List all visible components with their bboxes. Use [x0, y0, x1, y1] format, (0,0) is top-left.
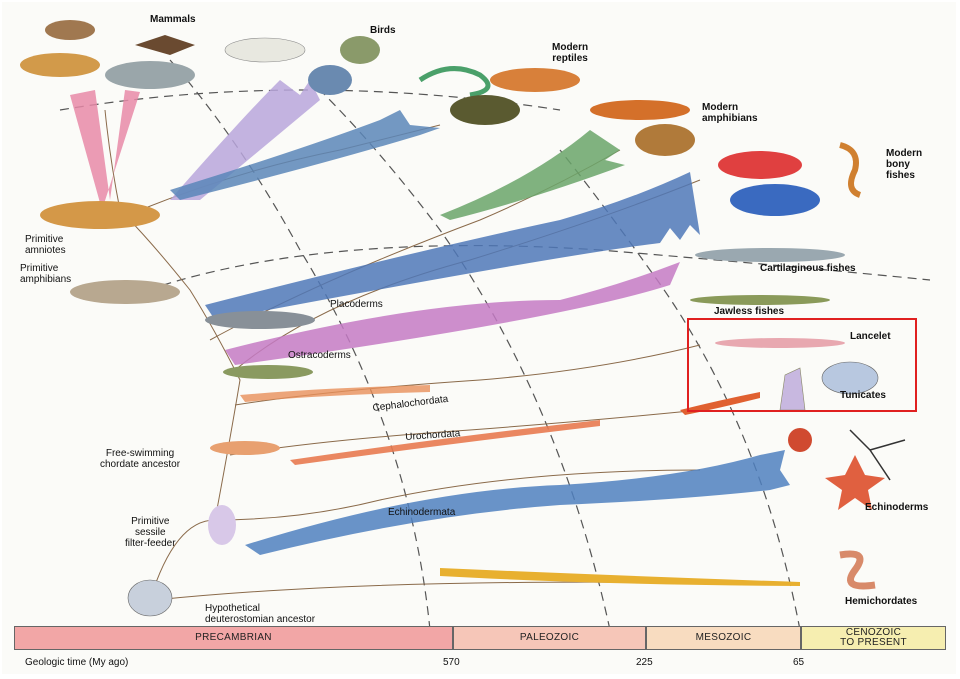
timeline-225: 225 [636, 657, 653, 668]
ostracoderm-fish [223, 365, 313, 379]
primitive-amniote [40, 201, 160, 229]
lineage-bands [70, 80, 800, 586]
label-primitive-amphibians: Primitive amphibians [20, 263, 72, 285]
timeline-570: 570 [443, 657, 460, 668]
fish-blue [730, 184, 820, 216]
band-urochordata [290, 420, 600, 465]
label-cartilaginous-fishes: Cartilaginous fishes [760, 263, 856, 274]
fish-red [718, 151, 802, 179]
band-mammals [70, 90, 140, 210]
band-bony-fishes [205, 172, 700, 320]
fish-shark [695, 248, 845, 262]
band-echinodermata [245, 450, 790, 555]
fish-lamprey [690, 295, 830, 305]
era-mesozoic: MESOZOIC [646, 626, 801, 650]
organisms [20, 20, 906, 617]
mammal-rodent [45, 20, 95, 40]
label-hypothetical-ancestor: Hypothetical deuterostomian ancestor [205, 603, 316, 625]
mammal-weasel [20, 53, 100, 77]
label-placoderms: Placoderms [330, 299, 383, 310]
band-hemichordates [440, 568, 800, 586]
primitive-amphibian [70, 280, 180, 304]
mammal-manatee [105, 61, 195, 89]
boundary-225 [319, 89, 611, 631]
echinoderm-brittle-star [849, 429, 906, 481]
label-modern-amphibians: Modern amphibians [702, 102, 758, 124]
label-hemichordates: Hemichordates [845, 596, 918, 607]
reptile-snake [418, 66, 491, 98]
band-amphibians [440, 130, 625, 220]
echinoderm-starfish [825, 455, 885, 510]
label-primitive-amniotes: Primitive amniotes [25, 234, 66, 256]
band-placoderms [225, 262, 680, 365]
label-modern-reptiles: Modern reptiles [552, 42, 589, 64]
lancelet [715, 338, 845, 348]
band-cephalochordata [240, 385, 430, 402]
bird-kingfisher [308, 65, 352, 95]
boundary-arc-a [119, 244, 931, 301]
filter-feeder [208, 505, 236, 545]
amphibian-frog [635, 124, 695, 156]
amphibian-salamander [590, 100, 690, 120]
hemichordate-worm [839, 550, 876, 590]
band-reptiles [170, 110, 440, 200]
timeline-65: 65 [793, 657, 805, 668]
label-free-swimming-ancestor: Free-swimming chordate ancestor [100, 448, 181, 470]
bird-gannet [224, 37, 306, 63]
placoderm-fish [205, 311, 315, 329]
era-precambrian: PRECAMBRIAN [14, 626, 453, 650]
label-birds: Birds [370, 25, 396, 36]
tunicate-2 [821, 361, 879, 395]
mammal-bat [135, 35, 195, 55]
chordate-ancestor [210, 441, 280, 455]
label-jawless-fishes: Jawless fishes [714, 306, 785, 317]
fish-seahorse [839, 142, 862, 198]
label-primitive-sessile: Primitive sessile filter-feeder [125, 516, 176, 549]
bird-duck [340, 36, 380, 64]
band-birds [170, 80, 320, 200]
label-echinoderms: Echinoderms [865, 502, 929, 513]
label-echinodermata: Echinodermata [388, 507, 456, 518]
era-cenozoic: CENOZOIC TO PRESENT [801, 626, 946, 650]
era-paleozoic: PALEOZOIC [453, 626, 646, 650]
timeline-caption: Geologic time (My ago) [25, 657, 129, 668]
boundary-65 [559, 149, 801, 631]
reptile-turtle [450, 95, 520, 125]
label-tunicates: Tunicates [840, 390, 886, 401]
highlight-box [687, 318, 917, 412]
label-lancelet: Lancelet [850, 331, 891, 342]
reptile-lizard [490, 68, 580, 92]
deuterostome-ancestor [127, 579, 173, 617]
label-mammals: Mammals [150, 14, 196, 25]
band-urochordata-end [680, 392, 760, 415]
echinoderm-urchin [788, 428, 812, 452]
label-ostracoderms: Ostracoderms [288, 350, 351, 361]
label-modern-bony-fishes: Modern bony fishes [886, 148, 923, 181]
